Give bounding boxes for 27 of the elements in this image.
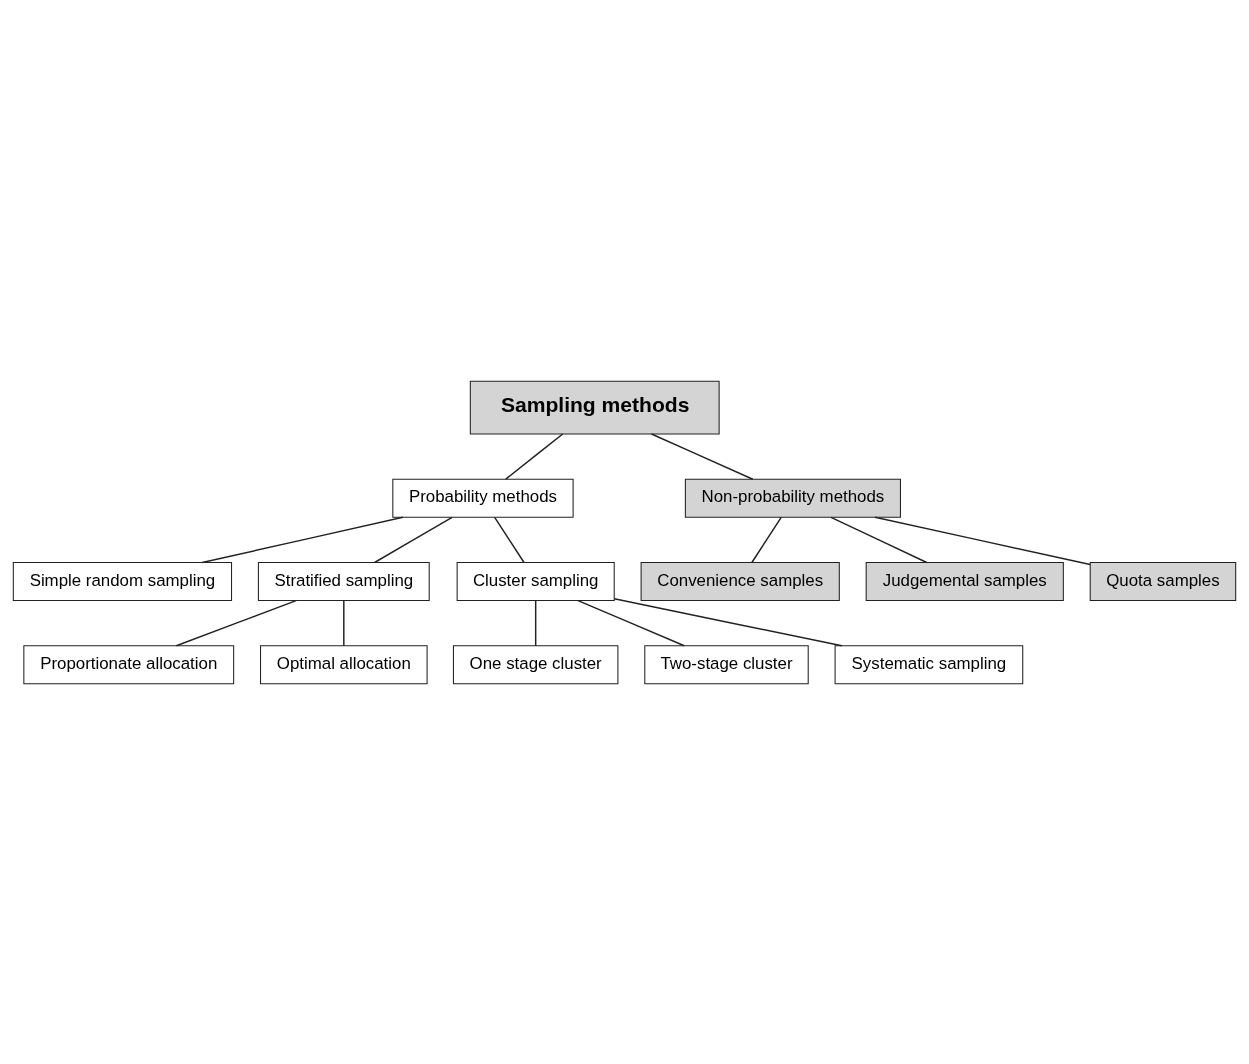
connector [201,516,404,563]
connector [175,599,297,647]
connector [534,599,537,647]
connector [343,599,345,647]
connector [493,516,525,563]
node-box: Non-probability methods [684,478,901,518]
node-box: Systematic sampling [834,644,1024,684]
connector [874,516,1091,565]
connector [751,516,782,563]
node-box: Probability methods [392,478,574,518]
connector [373,516,453,563]
connector [505,432,564,480]
node-box: Stratified sampling [257,561,430,601]
node-box: Optimal allocation [260,644,428,684]
node-box: Quota samples [1089,561,1237,601]
connector [577,599,685,647]
node-box: Simple random sampling [12,561,233,601]
connector [650,432,754,480]
node-box: Sampling methods [469,380,720,434]
node-box: Judgemental samples [865,561,1064,601]
node-box: Cluster sampling [456,561,615,601]
node-box: Proportionate allocation [23,644,235,684]
node-box: One stage cluster [452,644,619,684]
node-box: Convenience samples [640,561,840,601]
connector [613,597,843,647]
connector [830,516,928,563]
node-box: Two-stage cluster [644,644,809,684]
